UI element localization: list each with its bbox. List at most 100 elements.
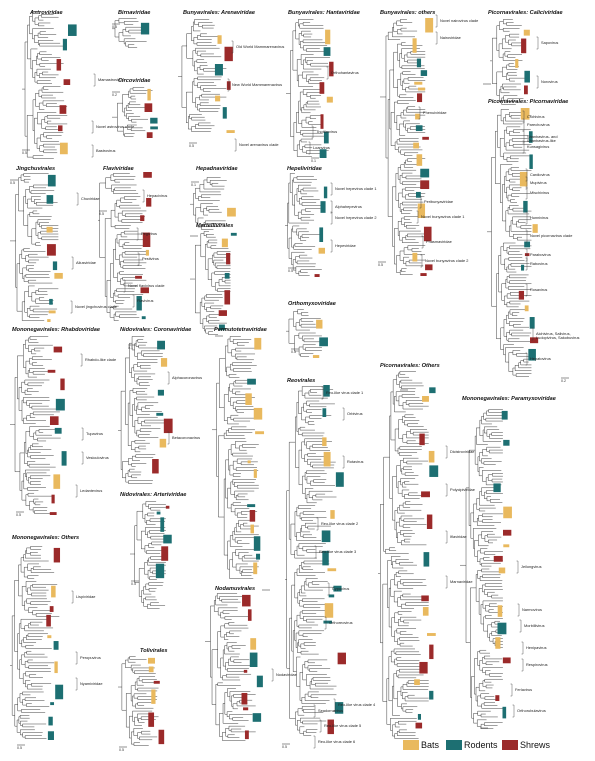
host-block-bats: [412, 252, 418, 262]
clade-bracket: [522, 140, 525, 154]
scale-label: 0.2: [112, 92, 117, 97]
clade-label: Novel bunyavirus clade 2: [425, 257, 469, 263]
host-block-shrews: [415, 722, 423, 729]
clade-bracket: [531, 327, 534, 341]
clade-label: Iflaviridae: [450, 533, 467, 539]
host-block-rodents: [529, 154, 533, 169]
clade-bracket: [142, 189, 145, 203]
clade-label: Henipavirus: [526, 644, 547, 650]
host-block-shrews: [53, 547, 61, 563]
host-block-bats: [255, 431, 265, 435]
panel-title: Mononegavirales: Rhabdoviridae: [12, 327, 100, 333]
legend-label-bats: Bats: [421, 740, 440, 750]
host-block-shrews: [158, 729, 165, 745]
host-block-rodents: [323, 47, 331, 56]
scale-label: 0.1: [128, 345, 133, 350]
panel-title: Martellivirales: [196, 223, 234, 229]
host-block-bats: [322, 437, 327, 447]
host-block-shrews: [423, 226, 432, 242]
host-block-shrews: [521, 38, 527, 54]
panel-title: Nodamuvirales: [215, 586, 256, 592]
host-block-rodents: [503, 439, 510, 446]
clade-label: Hunnivirus: [530, 214, 549, 220]
tree-branches: [190, 231, 231, 335]
host-block-shrews: [530, 337, 539, 344]
host-block-rodents: [323, 186, 328, 199]
host-block-bats: [414, 679, 420, 686]
clade-label: Nodaviridae: [276, 671, 297, 677]
host-block-shrews: [429, 644, 434, 660]
clade-label: Kunsagivirus: [527, 143, 550, 149]
tree-20: [130, 501, 172, 609]
clade-label: Seadornavirus: [318, 707, 344, 713]
clade-bracket: [420, 254, 423, 268]
host-block-rodents: [502, 706, 507, 719]
host-block-bats: [53, 474, 61, 489]
panel-title: Bunyavirales: Hantaviridae: [288, 10, 360, 16]
host-block-shrews: [319, 82, 325, 94]
scale-label: 0.5: [10, 180, 15, 185]
host-block-shrews: [243, 669, 248, 673]
tree-branches: [285, 386, 337, 736]
clade-label: Reo-like virus clade 6: [318, 738, 356, 744]
host-block-shrews: [493, 555, 503, 562]
clade-label: Hepeviridae: [335, 242, 356, 248]
clade-label: Mupivirus: [530, 179, 547, 185]
clade-label: Pegivirus: [141, 230, 158, 236]
host-block-bats: [312, 355, 320, 358]
host-block-bats: [48, 310, 56, 314]
tree-branches: [190, 177, 227, 230]
host-block-shrews: [49, 606, 54, 612]
clade-bracket: [313, 704, 316, 718]
clade-bracket: [319, 719, 322, 733]
panel-title: Mononegavirales: Others: [12, 535, 80, 541]
host-block-bats: [497, 605, 503, 617]
host-block-bats: [498, 567, 506, 574]
host-block-rodents: [321, 530, 331, 543]
host-block-rodents: [224, 272, 230, 279]
host-block-shrews: [46, 614, 51, 627]
clade-label: Narmovirus: [522, 606, 542, 612]
host-block-bats: [46, 226, 53, 233]
host-block-shrews: [518, 290, 525, 300]
clade-bracket: [342, 407, 345, 421]
host-block-shrews: [146, 132, 153, 138]
tree-branches: [112, 18, 147, 48]
host-block-shrews: [59, 105, 67, 114]
host-block-shrews: [502, 529, 512, 536]
host-block-bats: [226, 130, 235, 133]
host-block-rodents: [140, 22, 150, 35]
clade-label: Parechovirus: [527, 121, 550, 127]
host-block-rodents: [497, 622, 507, 635]
host-block-bats: [327, 568, 337, 572]
host-block-shrews: [143, 172, 152, 178]
host-block-bats: [247, 460, 251, 464]
clade-bracket: [525, 257, 528, 271]
host-block-rodents: [50, 702, 55, 706]
clade-label: Novel nairovirus clade: [440, 17, 479, 23]
legend-label-rodents: Rodents: [464, 740, 498, 750]
tree-branches: [286, 309, 322, 357]
host-block-rodents: [420, 70, 428, 76]
tree-0: [22, 11, 96, 159]
tree-15: [118, 336, 173, 484]
host-block-rodents: [256, 553, 261, 560]
host-block-rodents: [334, 702, 344, 714]
host-block-shrews: [337, 652, 346, 665]
clade-label: Reo-like virus clade 1: [326, 389, 364, 395]
host-block-bats: [414, 81, 423, 85]
host-block-bats: [148, 666, 154, 673]
clade-label: Jeilongvirus: [521, 563, 542, 569]
panel-title: Bunyavirales: others: [380, 10, 436, 16]
host-block-shrews: [242, 594, 251, 607]
clade-bracket: [167, 371, 170, 385]
host-block-rodents: [319, 149, 327, 158]
host-block-rodents: [423, 552, 430, 567]
clade-label: Alphahepevirus: [335, 203, 362, 209]
host-block-rodents: [320, 201, 326, 213]
clade-bracket: [313, 735, 316, 749]
host-block-shrews: [244, 730, 249, 740]
host-block-bats: [59, 142, 68, 155]
panel-title: Picornavirales: Caliciviridae: [488, 10, 563, 16]
